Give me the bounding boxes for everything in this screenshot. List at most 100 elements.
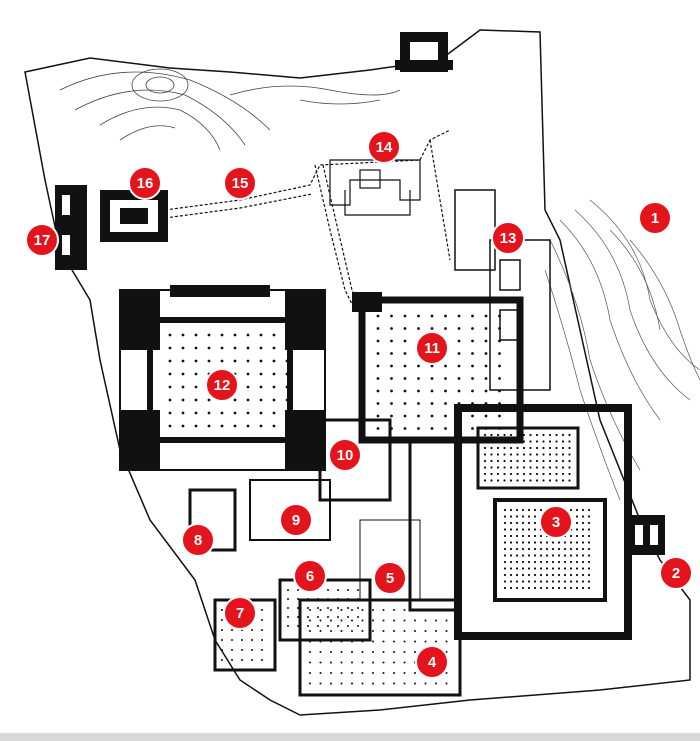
column-dot	[241, 649, 243, 651]
marker-label: 3	[552, 514, 560, 531]
column-dot	[575, 515, 579, 518]
column-dot	[376, 414, 380, 418]
column-dot	[403, 672, 406, 674]
column-dot	[357, 589, 359, 591]
column-dot	[521, 560, 525, 564]
column-dot	[181, 385, 185, 389]
column-dot	[515, 534, 519, 538]
column-dot	[587, 560, 591, 564]
column-dot	[287, 625, 289, 627]
column-dot	[194, 411, 198, 415]
column-dot	[581, 554, 585, 557]
marker-10: 10	[328, 438, 362, 472]
column-dot	[471, 364, 474, 368]
column-dot	[563, 567, 567, 570]
column-dot	[587, 554, 591, 557]
column-dot	[376, 314, 380, 318]
column-dot	[231, 629, 233, 631]
column-dot	[168, 372, 172, 376]
column-dot	[351, 672, 353, 674]
column-dot	[516, 446, 519, 450]
column-dot	[417, 327, 420, 330]
column-dot	[181, 359, 185, 363]
column-dot	[357, 616, 359, 618]
column-dot	[551, 580, 555, 583]
column-dot	[221, 609, 223, 611]
marker-circle	[25, 223, 59, 257]
column-dot	[484, 377, 488, 380]
column-dot	[568, 466, 571, 469]
column-dot	[330, 682, 332, 685]
column-dot	[516, 479, 519, 482]
column-dot	[509, 573, 513, 577]
column-dot	[483, 459, 487, 463]
column-dot	[568, 446, 571, 450]
column-dot	[484, 327, 488, 330]
column-dot	[569, 547, 573, 551]
column-dot	[337, 616, 339, 618]
column-dot	[233, 424, 237, 428]
column-dot	[529, 446, 532, 450]
column-dot	[403, 609, 406, 611]
column-dot	[307, 607, 309, 609]
column-dot	[241, 659, 243, 661]
column-dot	[527, 580, 531, 583]
column-dot	[309, 619, 311, 622]
column-dot	[533, 586, 537, 590]
column-dot	[403, 377, 407, 380]
column-dot	[347, 616, 349, 618]
column-dot	[569, 580, 573, 583]
column-dot	[340, 651, 343, 653]
column-dot	[430, 327, 434, 330]
structure-14-enclosure	[329, 159, 421, 216]
column-dot	[522, 479, 526, 482]
marker-label: 8	[194, 532, 202, 549]
column-dot	[575, 567, 579, 570]
column-dot	[533, 521, 537, 525]
marker-label: 15	[232, 175, 249, 192]
column-dot	[376, 427, 380, 430]
column-dot	[548, 472, 552, 476]
column-dot	[515, 573, 519, 577]
column-dot	[496, 472, 500, 476]
column-dot	[382, 619, 385, 622]
hall-11-columns	[376, 314, 501, 430]
column-dot	[231, 649, 233, 651]
column-dot	[251, 659, 253, 661]
column-dot	[503, 433, 506, 437]
column-dot	[430, 364, 434, 368]
column-dot	[496, 433, 500, 437]
column-dot	[221, 649, 223, 651]
column-dot	[351, 661, 353, 664]
north-gate	[395, 32, 453, 72]
column-dot	[194, 385, 198, 389]
column-dot	[337, 607, 339, 609]
column-dot	[542, 479, 545, 482]
column-dot	[309, 672, 311, 674]
column-dot	[233, 398, 237, 402]
column-dot	[444, 389, 447, 393]
column-dot	[503, 440, 506, 443]
column-dot	[498, 414, 501, 418]
column-dot	[535, 479, 539, 482]
column-dot	[548, 459, 552, 463]
column-dot	[515, 567, 519, 570]
marker-circle	[415, 331, 449, 365]
column-dot	[498, 377, 501, 380]
column-dot	[503, 573, 507, 577]
site-boundary	[24, 29, 691, 716]
column-dot	[351, 651, 353, 653]
column-dot	[403, 414, 407, 418]
column-dot	[403, 630, 406, 632]
marker-label: 12	[214, 377, 231, 394]
marker-12: 12	[205, 368, 239, 402]
marker-circle	[539, 505, 573, 539]
column-dot	[307, 598, 309, 600]
column-dot	[287, 598, 289, 600]
column-dot	[287, 607, 289, 609]
column-dot	[357, 607, 359, 609]
column-dot	[361, 651, 364, 653]
marker-label: 7	[236, 605, 244, 622]
column-dot	[575, 528, 579, 531]
column-dot	[483, 433, 487, 437]
